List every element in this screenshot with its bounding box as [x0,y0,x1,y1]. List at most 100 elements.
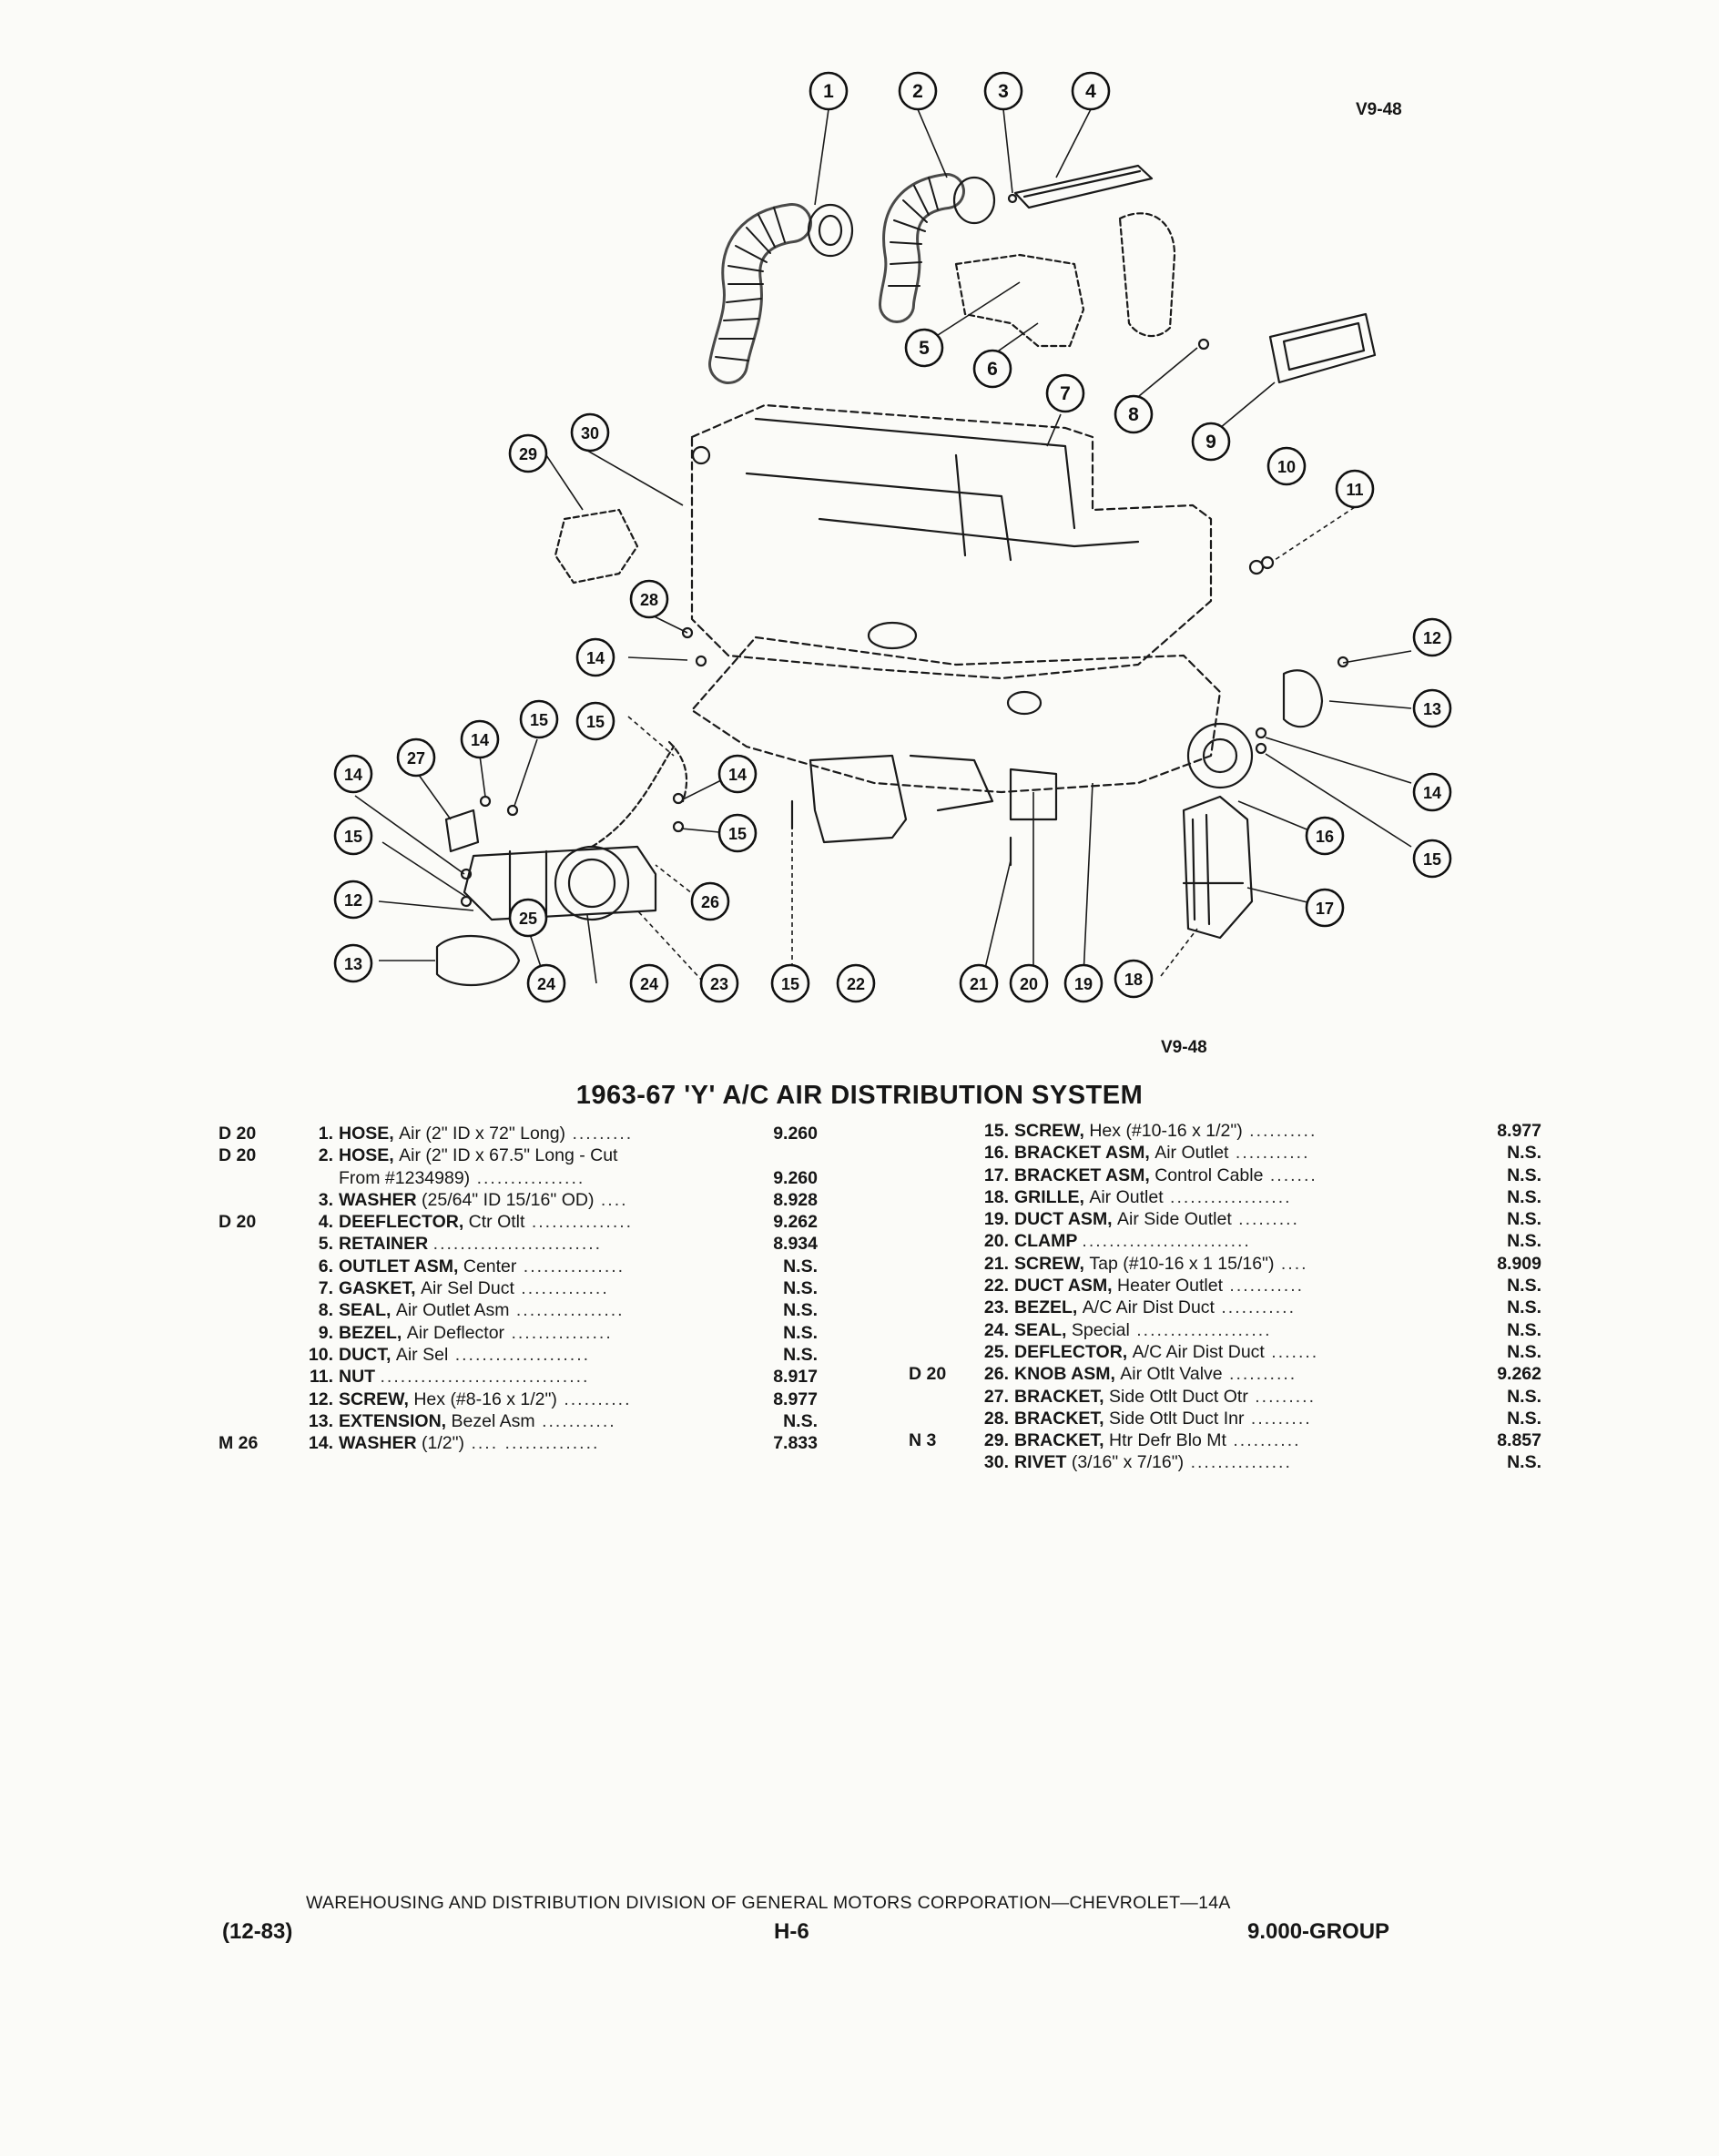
leader-dots: .......... [1222,1364,1297,1385]
callout-22: 22 [836,963,876,1003]
leader-dots: ................ [509,1300,625,1321]
callout-9: 9 [1191,422,1231,462]
part-row: 15.SCREW, Hex (#10-16 x 1/2") ..........… [901,1120,1552,1142]
part-description: From #1234989) ................ [339,1167,585,1189]
part-description: BRACKET ASM, Control Cable ....... [1014,1164,1317,1186]
part-desc: Air Sel [395,1344,449,1365]
part-desc: Special [1071,1319,1130,1340]
part-desc: (25/64" ID 15/16" OD) [422,1189,595,1210]
callout-label: 14 [471,731,489,749]
part-desc: Side Otlt Duct Otr [1109,1386,1248,1407]
callout-label: 11 [1346,481,1363,499]
leader-dots: .... [594,1189,628,1210]
callout-label: 1 [823,81,834,102]
callout-circle [972,349,1012,389]
leader-dots: ........... [1228,1143,1310,1164]
part-description: BRACKET, Side Otlt Duct Inr ......... [1014,1408,1312,1429]
part-desc: Bezel Asm [451,1410,535,1431]
part-num: 8. [318,1300,333,1321]
callout-label: 14 [1423,784,1441,802]
part-num: 26. [983,1364,1009,1385]
part-group: N.S. [1507,1164,1541,1185]
callout-label: 15 [530,711,548,729]
part-row: 17.BRACKET ASM, Control Cable .......N.S… [901,1164,1552,1186]
callout-circle [508,433,548,473]
callout-label: 15 [344,828,362,846]
part-num: 22. [983,1276,1009,1297]
part-description: DUCT, Air Sel .................... [339,1344,590,1366]
part-group: N.S. [1507,1408,1541,1429]
part-row: 9.BEZEL, Air Deflector ...............N.… [219,1322,874,1344]
part-desc: A/C Air Dist Duct [1082,1297,1215,1318]
leader-dots: .................... [1129,1319,1272,1340]
footer-group: 9.000-GROUP [1247,1919,1390,1944]
callout-label: 12 [1423,629,1441,647]
callout-circle [898,71,938,111]
part-row: 18.GRILLE, Air Outlet ..................… [901,1186,1552,1208]
callout-circle [333,754,373,794]
part-description: WASHER (25/64" ID 15/16" OD) .... [339,1189,628,1211]
callout-15: 15 [1412,839,1452,879]
leader-dots: ......... [565,1124,634,1144]
part-desc: Htr Defr Blo Mt [1109,1430,1226,1451]
leader-dots: ............................... [380,1367,590,1388]
part-code: D 20 [219,1145,257,1166]
part-group: N.S. [783,1300,818,1321]
callout-27: 27 [396,737,436,778]
part-group: 8.917 [773,1367,818,1388]
exploded-parts-diagram: 1234567891011121314151617181920212223242… [333,71,1452,1003]
callout-circle [717,813,758,853]
part-desc: (1/2") [422,1433,465,1454]
callout-label: 26 [701,893,719,911]
callout-circle [333,943,373,983]
callout-label: 28 [640,591,658,609]
callout-19: 19 [1063,963,1104,1003]
part-name: HOSE, [339,1124,400,1144]
leader-dots: .......... [1226,1430,1301,1451]
leader-dots: ............... [524,1212,634,1233]
part-group: 9.260 [773,1167,818,1188]
callout-circle [983,71,1023,111]
callout-label: 12 [344,891,362,910]
part-name: BRACKET, [1014,1386,1110,1407]
part-desc: Control Cable [1154,1164,1264,1185]
callout-20: 20 [1009,963,1049,1003]
part-group: 8.977 [773,1388,818,1409]
part-desc: Air Deflector [406,1322,505,1343]
part-group: 8.909 [1497,1253,1541,1274]
callout-15: 15 [333,816,373,856]
part-num: 3. [318,1189,333,1210]
leader-dots: ............. [514,1278,609,1299]
callout-circle [1305,888,1345,928]
callout-11: 11 [1335,469,1375,509]
part-row: 22.DUCT ASM, Heater Outlet ...........N.… [901,1275,1552,1297]
callout-circle [904,328,944,368]
callout-circle [809,71,849,111]
callout-circle [526,963,566,1003]
part-description: KNOB ASM, Air Otlt Valve .......... [1014,1363,1297,1385]
part-group: N.S. [783,1344,818,1365]
part-num: 24. [983,1319,1009,1340]
callout-14: 14 [333,754,373,794]
callout-circle [1009,963,1049,1003]
part-name: SEAL, [339,1300,396,1321]
part-name: DUCT ASM, [1014,1209,1118,1230]
part-num: 27. [983,1386,1009,1407]
part-description: HOSE, Air (2" ID x 67.5" Long - Cut [339,1144,617,1166]
part-row: 3.WASHER (25/64" ID 15/16" OD) ....8.928 [219,1189,874,1211]
part-group: N.S. [783,1278,818,1299]
callout-label: 4 [1085,81,1096,102]
callout-25: 25 [508,898,548,938]
part-num: 13. [308,1410,333,1431]
callout-label: 15 [586,713,605,731]
leader-dots: .... [1274,1253,1308,1274]
callout-14: 14 [460,719,500,759]
callout-12: 12 [1412,617,1452,657]
part-description: BRACKET ASM, Air Outlet ........... [1014,1142,1310,1164]
part-num: 20. [983,1231,1009,1252]
callout-15: 15 [519,699,559,739]
part-desc: Air Outlet [1154,1143,1229,1164]
part-row: 5.RETAINER .........................8.93… [219,1233,874,1255]
